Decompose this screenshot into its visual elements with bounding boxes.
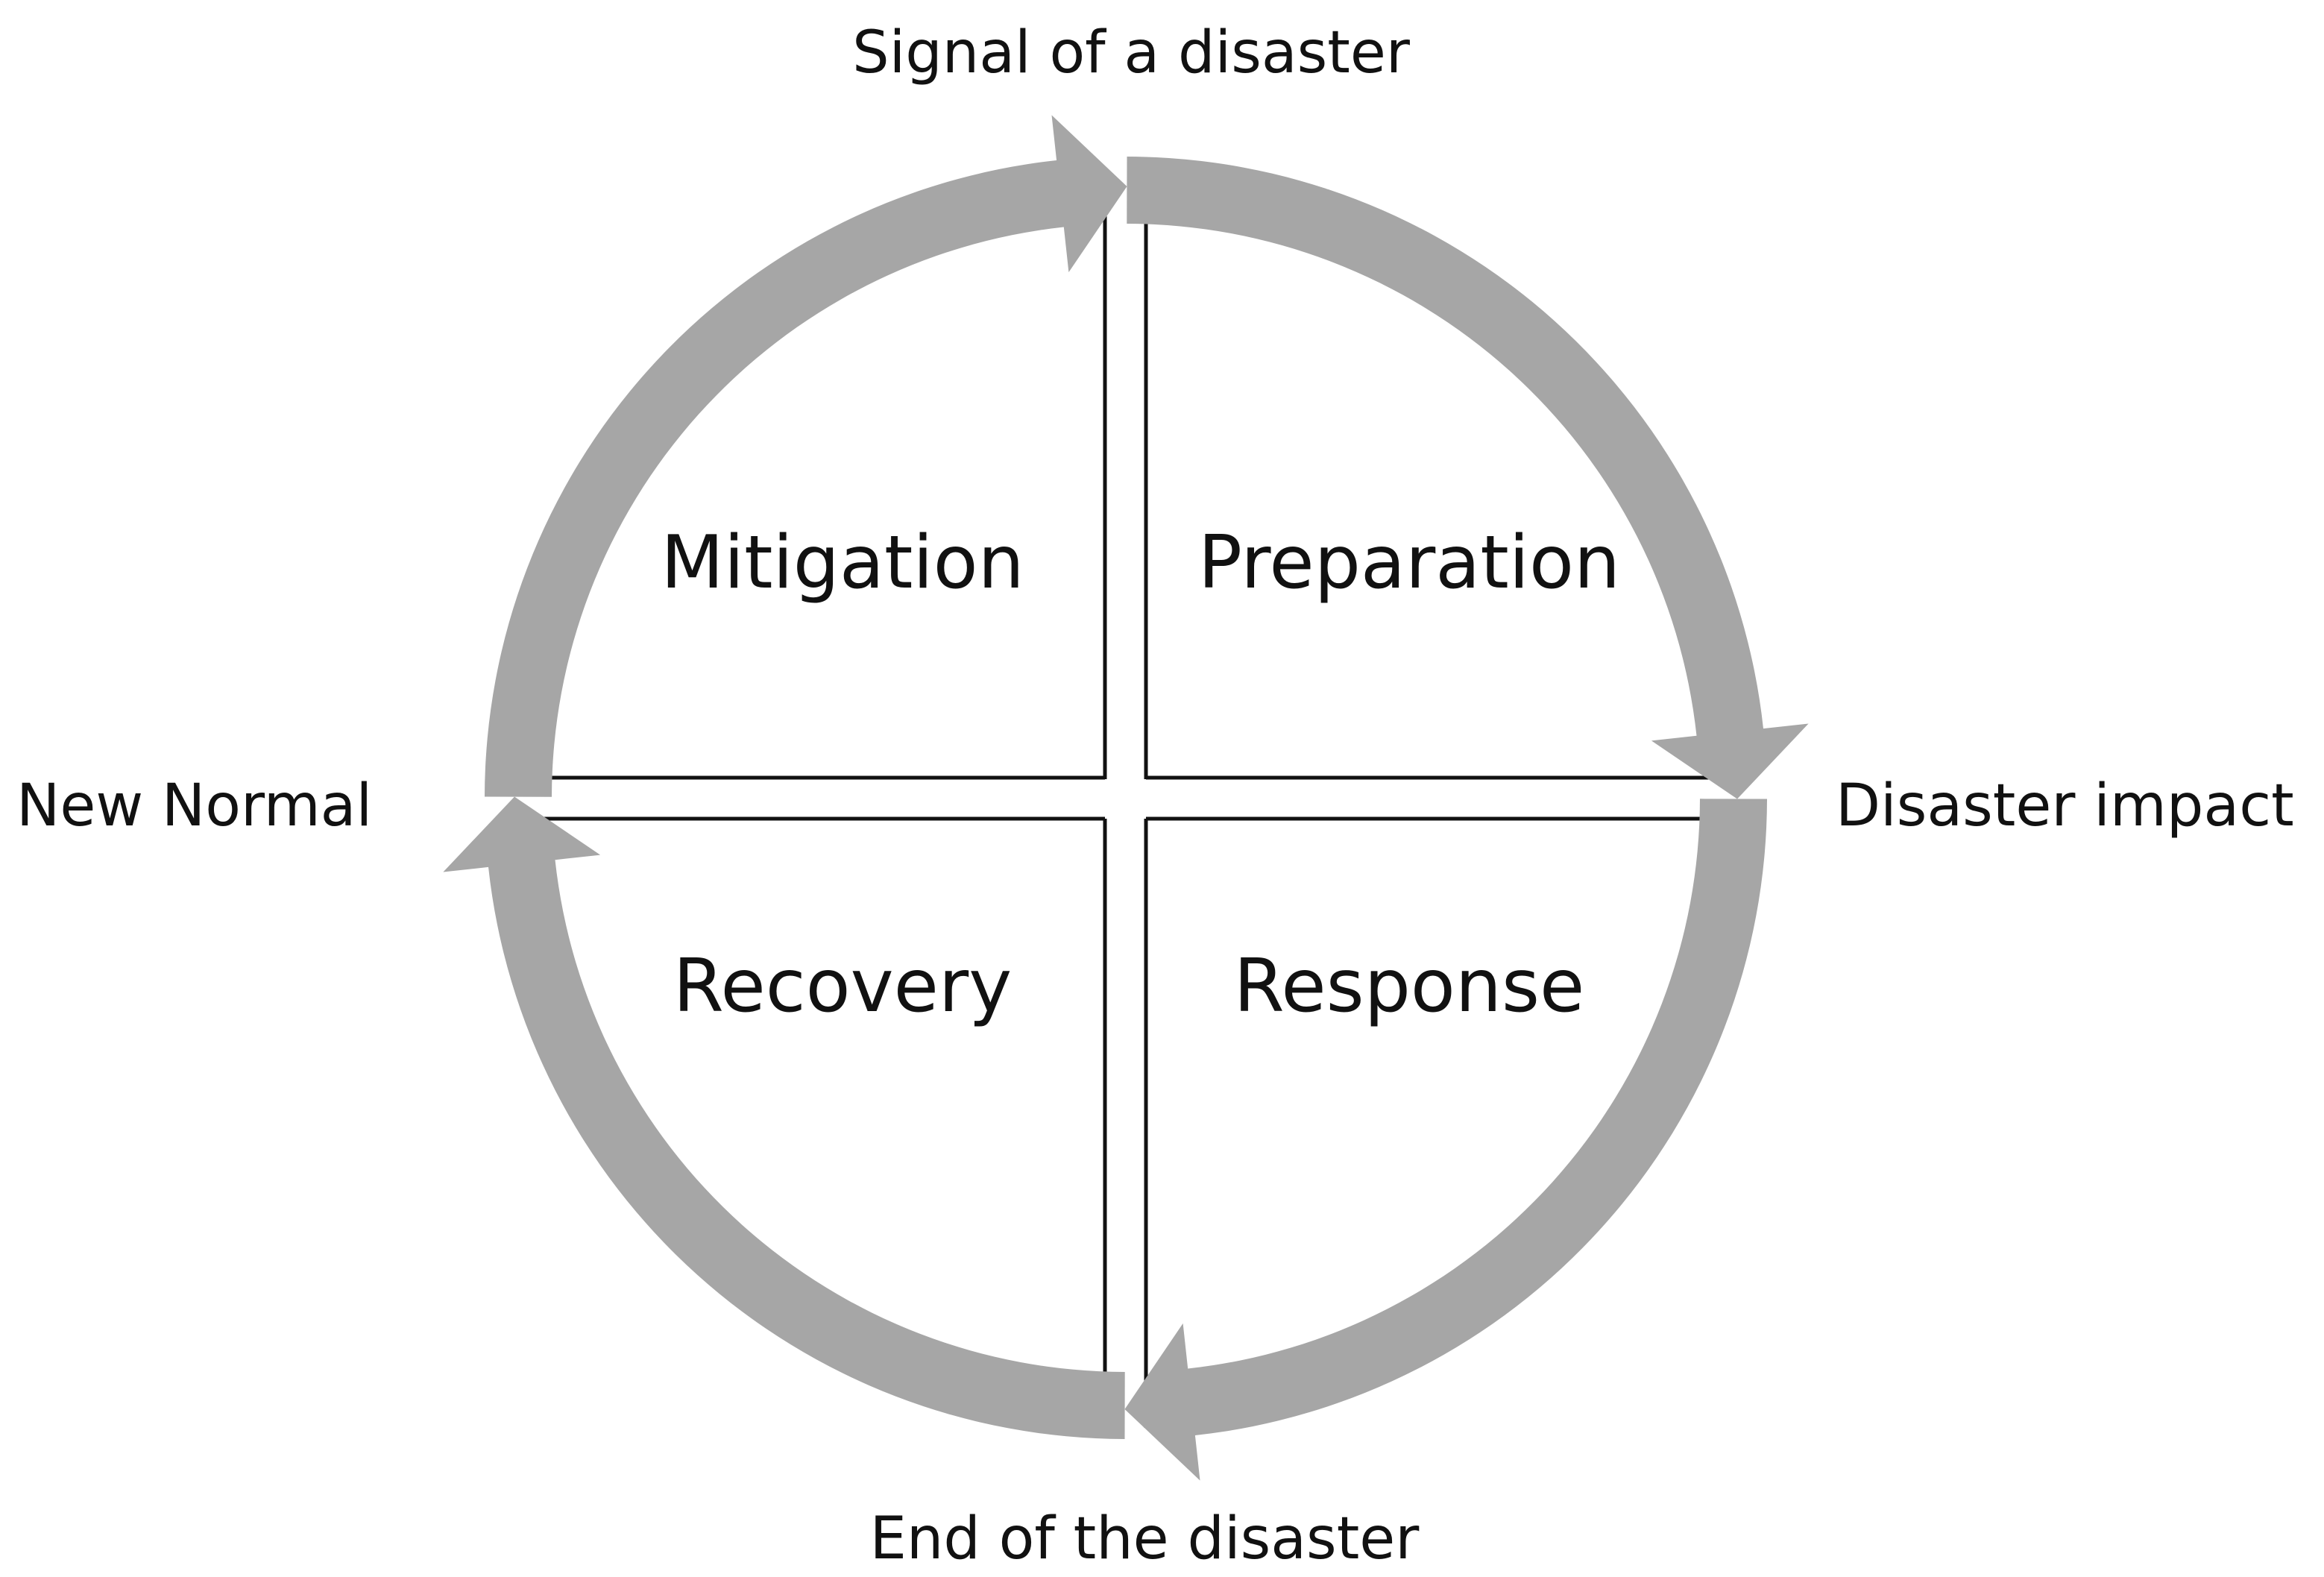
cycle-arrows	[443, 115, 1809, 1481]
phase-response: Response	[1234, 944, 1585, 1029]
phase-mitigation: Mitigation	[661, 520, 1024, 605]
quadrant-dividers	[496, 170, 1755, 1428]
event-disaster-impact: Disaster impact	[1836, 772, 2294, 840]
arrow-response-to-end	[1124, 799, 1767, 1481]
phase-recovery: Recovery	[673, 944, 1012, 1029]
event-end-of-disaster: End of the disaster	[870, 1505, 1420, 1573]
arrow-mitigation-to-signal	[485, 115, 1127, 797]
event-signal-of-disaster: Signal of a disaster	[852, 19, 1411, 86]
arrow-recovery-to-new-normal	[443, 796, 1125, 1439]
phase-preparation: Preparation	[1198, 520, 1620, 605]
arrow-preparation-to-impact	[1127, 157, 1809, 799]
event-new-normal: New Normal	[16, 772, 372, 840]
